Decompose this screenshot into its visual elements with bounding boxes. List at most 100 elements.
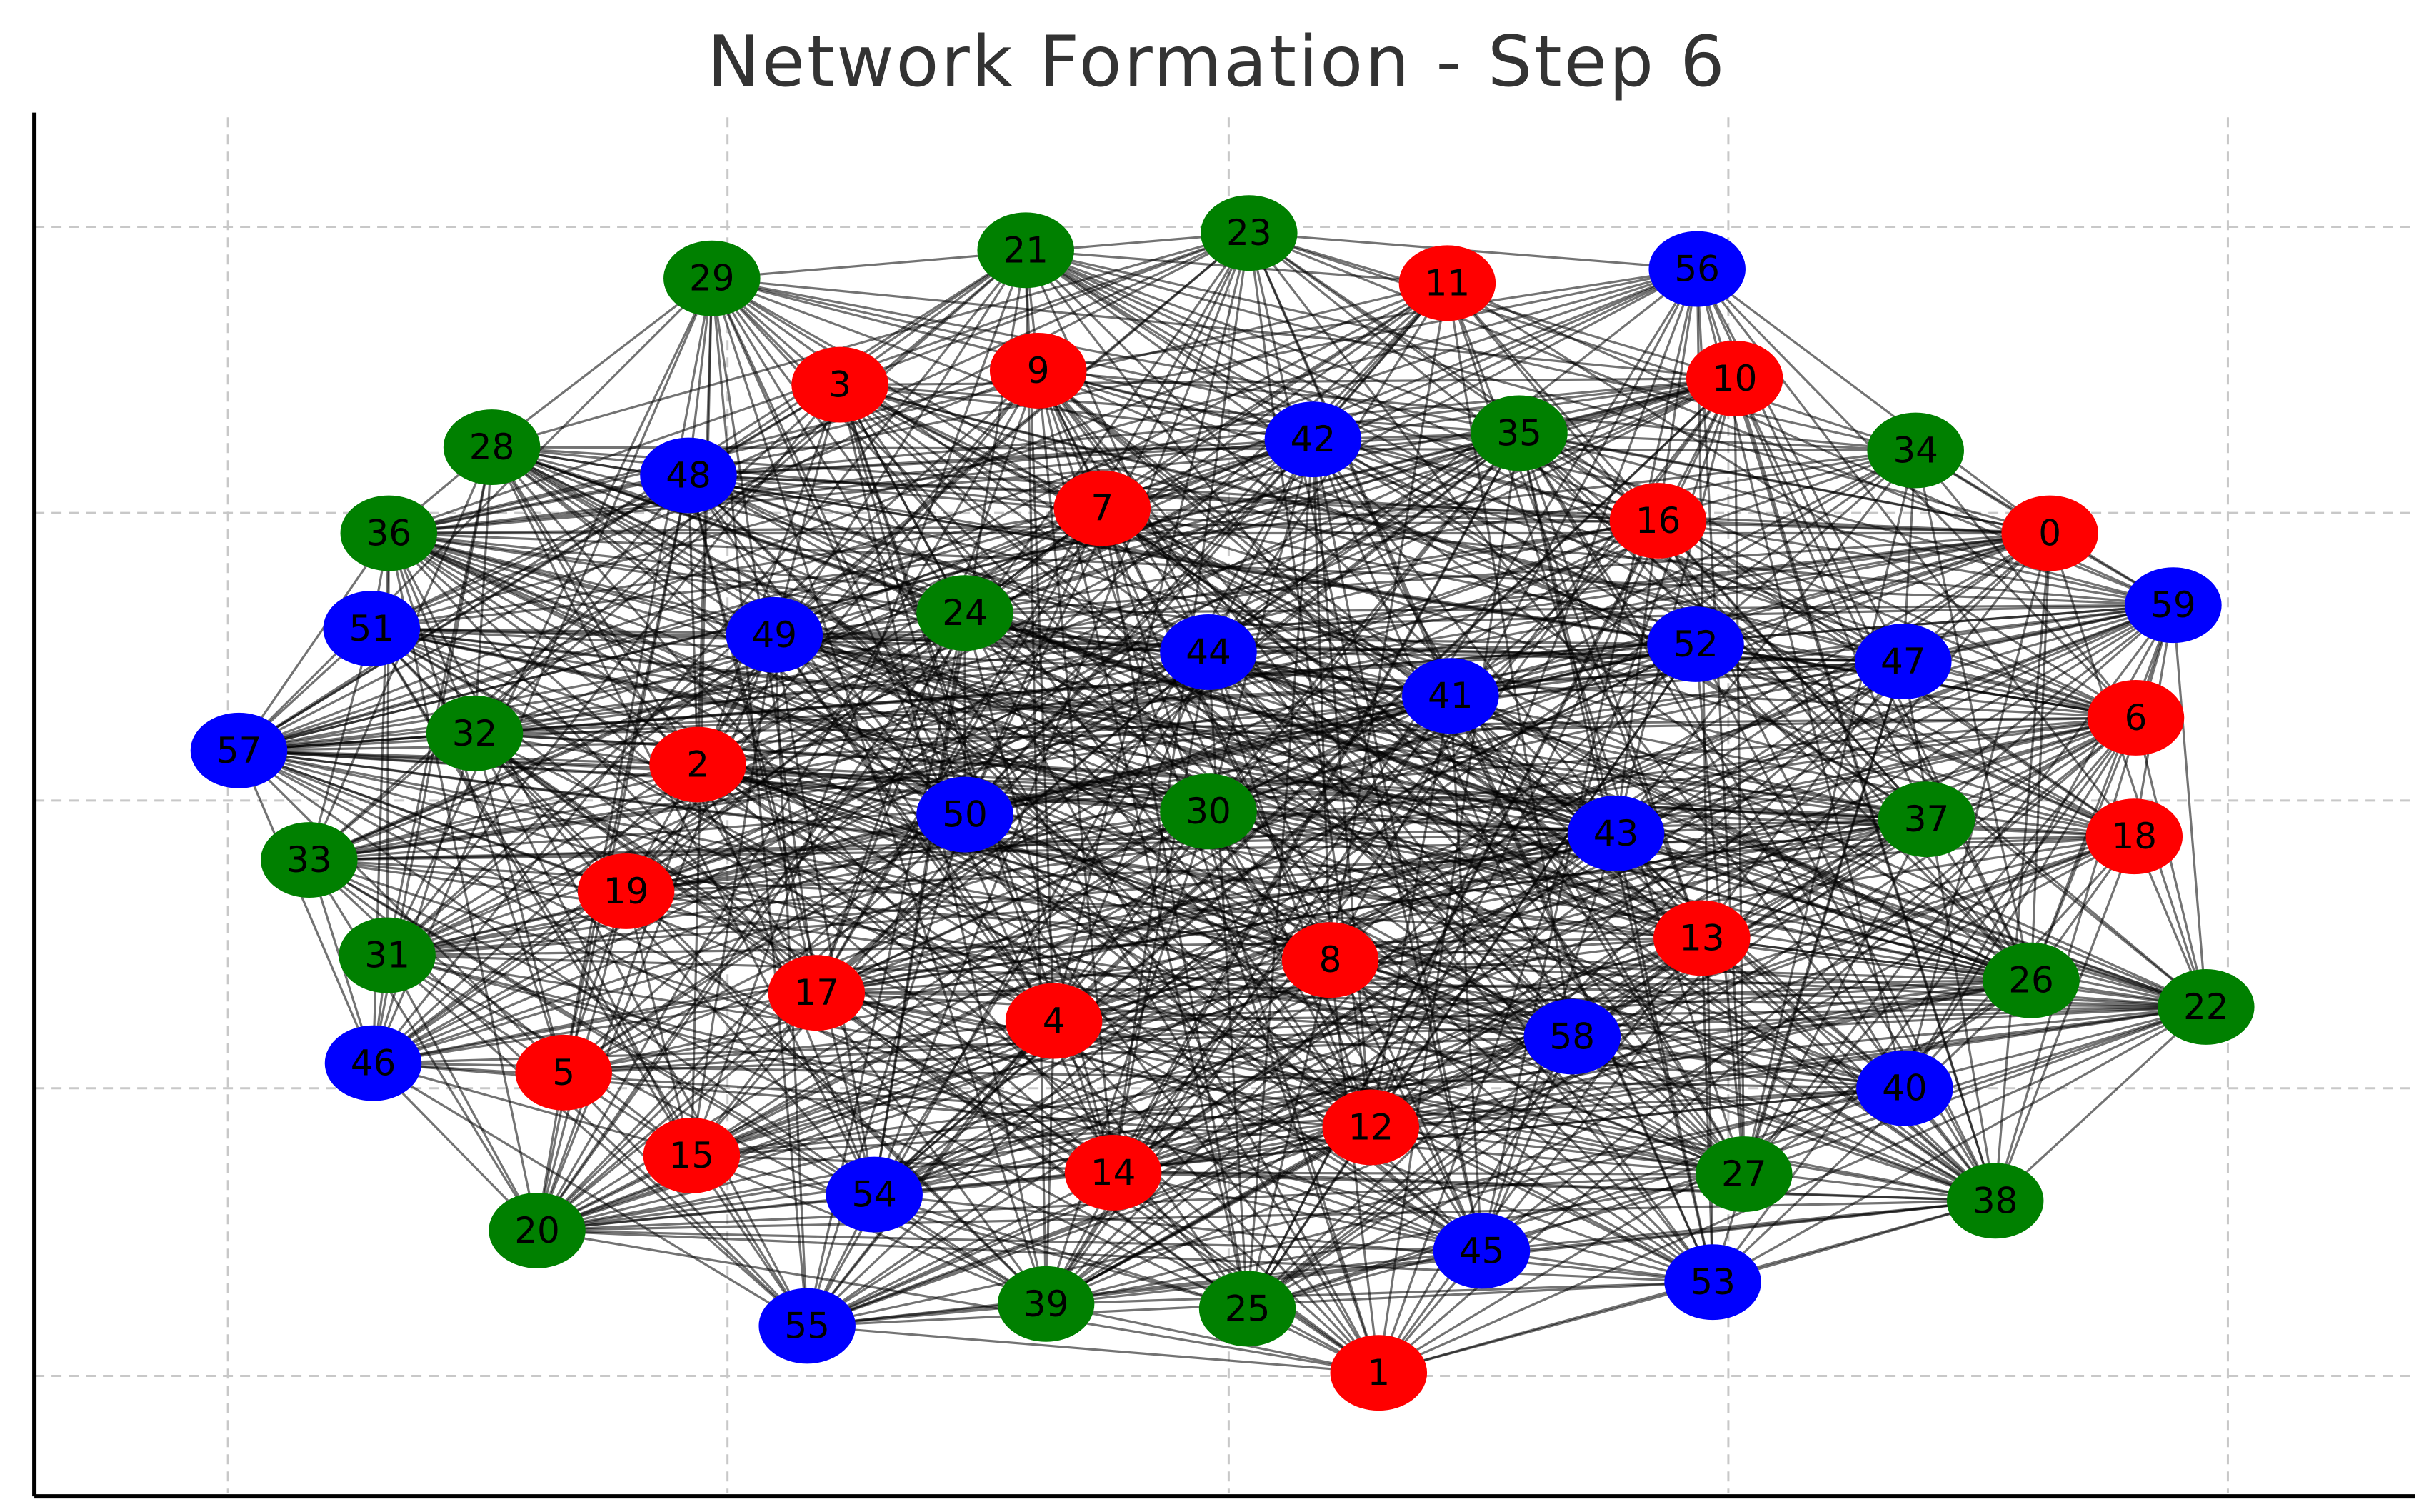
edge — [536, 432, 1521, 1232]
edge — [1025, 249, 2135, 838]
node-circle — [1330, 1335, 1428, 1411]
edge — [309, 858, 1905, 1090]
edge — [873, 449, 1917, 1196]
edge — [964, 813, 1996, 1202]
edge — [963, 282, 1448, 816]
edge — [1518, 431, 2174, 606]
edge — [711, 278, 966, 816]
chart-title: Network Formation - Step 6 — [707, 21, 1727, 103]
node-circle — [1005, 983, 1103, 1059]
edge — [1743, 818, 1928, 1175]
edge — [1696, 268, 2137, 719]
node-1: 1 — [1330, 1335, 1428, 1411]
edge — [1045, 604, 2174, 1306]
edge — [1101, 506, 2135, 838]
node-56: 56 — [1648, 231, 1746, 307]
edge — [371, 627, 1055, 1022]
edge — [238, 268, 1698, 752]
edge — [474, 732, 1380, 1374]
edge — [474, 732, 876, 1196]
edge — [238, 532, 390, 751]
node-42: 42 — [1264, 401, 1362, 478]
node-9: 9 — [989, 332, 1087, 409]
node-14: 14 — [1064, 1134, 1162, 1211]
edge — [963, 813, 1483, 1252]
node-52: 52 — [1647, 606, 1744, 682]
node-circle — [997, 1266, 1095, 1342]
edge — [372, 249, 1027, 1064]
node-label: 57 — [216, 730, 262, 771]
edge — [388, 531, 1616, 835]
edge — [1450, 604, 2174, 697]
edge — [1994, 836, 2135, 1201]
edge — [964, 611, 1996, 1202]
node-34: 34 — [1867, 412, 1964, 489]
node-49: 49 — [726, 596, 823, 673]
node-circle — [426, 695, 524, 771]
node-circle — [2001, 495, 2098, 571]
node-18: 18 — [2085, 798, 2183, 875]
node-label: 40 — [1882, 1068, 1928, 1109]
edge — [711, 277, 966, 614]
node-circle — [1946, 1163, 2044, 1239]
node-44: 44 — [1160, 614, 1257, 690]
edge — [687, 475, 876, 1196]
node-circle — [489, 1192, 586, 1268]
node-20: 20 — [489, 1192, 586, 1268]
edge — [386, 268, 1698, 957]
edge — [1743, 450, 1917, 1175]
edge — [371, 627, 1380, 1374]
edge — [711, 277, 1735, 380]
edge — [1518, 432, 2033, 981]
edge — [1994, 1006, 2207, 1202]
node-label: 12 — [1348, 1106, 1393, 1148]
edge — [2134, 717, 2208, 1008]
edge — [491, 446, 1483, 1252]
node-label: 21 — [1003, 229, 1048, 271]
edge — [536, 1229, 1379, 1374]
edge — [308, 858, 876, 1196]
edge — [1903, 717, 2137, 1089]
edge — [1518, 431, 1916, 452]
node-circle — [1878, 781, 1975, 858]
node-label: 36 — [366, 513, 411, 554]
node-57: 57 — [190, 712, 288, 788]
edge — [1694, 449, 1917, 646]
node-39: 39 — [997, 1266, 1095, 1342]
node-38: 38 — [1946, 1163, 2044, 1239]
node-22: 22 — [2158, 968, 2255, 1045]
node-label: 47 — [1880, 641, 1926, 682]
node-2: 2 — [649, 726, 746, 803]
edge — [839, 231, 1250, 386]
node-46: 46 — [324, 1025, 422, 1101]
node-label: 58 — [1549, 1016, 1595, 1058]
edge — [1246, 835, 2135, 1310]
node-circle — [2087, 679, 2185, 756]
edge — [373, 832, 1616, 1065]
edge — [239, 431, 1520, 752]
edge — [1518, 432, 1904, 663]
node-25: 25 — [1198, 1271, 1296, 1347]
edge — [1696, 268, 2051, 534]
edge — [1743, 1006, 2207, 1176]
node-label: 38 — [1973, 1180, 2018, 1221]
node-47: 47 — [1855, 624, 1952, 700]
edge — [1208, 651, 1996, 1202]
edge — [238, 749, 1713, 1283]
edge — [1914, 450, 2033, 981]
node-13: 13 — [1653, 900, 1751, 976]
edge — [238, 277, 713, 751]
node-circle — [190, 712, 288, 788]
edge — [1053, 651, 1210, 1022]
edge — [388, 532, 966, 816]
edge — [688, 474, 1209, 654]
node-59: 59 — [2125, 567, 2222, 644]
edge — [1046, 1281, 1713, 1306]
edge — [388, 531, 2207, 1008]
node-circle — [1867, 412, 1964, 489]
edge — [389, 531, 2173, 606]
node-label: 32 — [452, 713, 498, 754]
node-circle — [1160, 614, 1257, 690]
edge — [387, 532, 808, 1327]
